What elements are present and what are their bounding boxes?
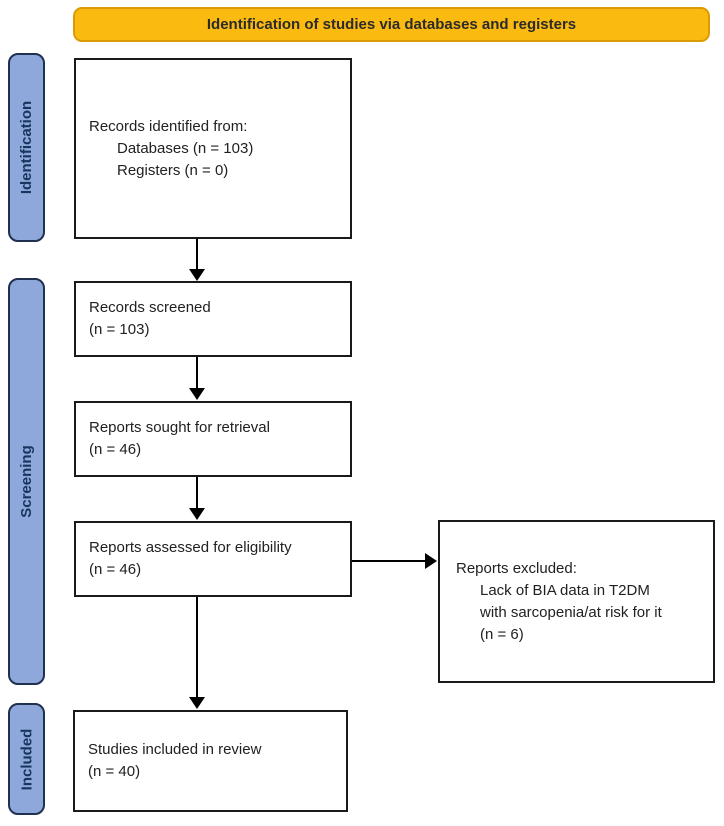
arrow-head-down-icon — [189, 508, 205, 520]
box-text-line: (n = 6) — [480, 625, 524, 643]
arrow-line — [196, 239, 198, 270]
box-text-line: Records identified from: — [89, 117, 248, 135]
box-text-line: (n = 46) — [89, 561, 142, 578]
arrow-head-down-icon — [189, 697, 205, 709]
box-text-line: Lack of BIA data in T2DM — [480, 581, 650, 599]
stage-screening-label: Screening — [18, 445, 35, 518]
box-text-line: Records screened — [89, 299, 211, 316]
box-reports-assessed: Reports assessed for eligibility (n = 46… — [74, 521, 352, 597]
box-text-line: Reports sought for retrieval — [89, 419, 270, 436]
box-studies-included: Studies included in review (n = 40) — [73, 710, 348, 812]
arrow-head-down-icon — [189, 269, 205, 281]
arrow-line — [196, 477, 198, 509]
stage-included-label: Included — [18, 728, 36, 790]
arrow-line — [196, 597, 198, 698]
banner-label: Identification of studies via databases … — [206, 16, 577, 33]
arrow-line — [352, 560, 427, 562]
box-text-line: Databases (n = 103) — [117, 139, 254, 157]
arrow-line — [196, 357, 198, 389]
box-text-line: (n = 46) — [89, 441, 142, 458]
stage-identification: Identification — [8, 53, 45, 242]
box-text-line: Reports excluded: — [456, 559, 577, 577]
box-text-line: Reports assessed for eligibility — [89, 539, 292, 556]
stage-included: Included — [8, 703, 45, 815]
box-text-line: Studies included in review — [88, 741, 262, 758]
box-text-line: (n = 40) — [88, 763, 141, 780]
box-reports-excluded: Reports excluded: Lack of BIA data in T2… — [438, 520, 715, 683]
box-text-line: with sarcopenia/at risk for it — [480, 603, 662, 621]
box-records-screened: Records screened (n = 103) — [74, 281, 352, 357]
stage-identification-label: Identification — [18, 100, 35, 195]
stage-screening: Screening — [8, 278, 45, 685]
box-records-identified: Records identified from: Databases (n = … — [74, 58, 352, 239]
arrow-head-down-icon — [189, 388, 205, 400]
banner: Identification of studies via databases … — [73, 7, 710, 42]
box-reports-sought: Reports sought for retrieval (n = 46) — [74, 401, 352, 477]
box-text-line: (n = 103) — [89, 321, 150, 338]
arrow-head-right-icon — [425, 553, 437, 569]
box-text-line: Registers (n = 0) — [117, 161, 229, 179]
